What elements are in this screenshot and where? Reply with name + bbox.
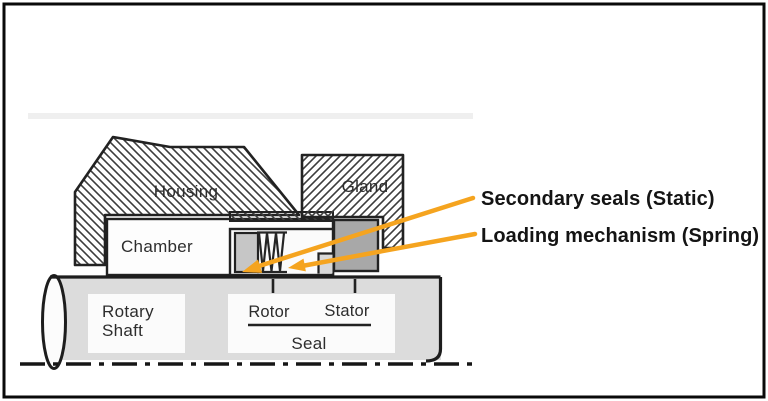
- shaft-right-edge: [425, 277, 443, 363]
- stator-label: Stator: [324, 302, 370, 320]
- scan-artifact: [28, 113, 473, 119]
- gland-label: Gland: [342, 177, 389, 196]
- stator-seal-block: [332, 218, 380, 273]
- rotary-shaft-label-line2: Shaft: [102, 321, 143, 340]
- label-ticks: [271, 279, 357, 293]
- gland-shape: [300, 153, 405, 250]
- rotary-shaft-label-line1: Rotary: [102, 302, 154, 321]
- housing-shape: [73, 135, 301, 267]
- seal-step-line: [317, 252, 333, 274]
- seal-label-plate: [228, 294, 395, 353]
- housing-label: Housing: [154, 182, 218, 201]
- loading-mechanism-callout-label: Loading mechanism (Spring): [481, 225, 759, 247]
- rotor-label: Rotor: [248, 303, 290, 321]
- spring-coil: [257, 231, 287, 274]
- leader-loading-mechanism: [299, 231, 478, 269]
- rotary-shaft-label-plate: [88, 294, 185, 353]
- leader-secondary-seals: [253, 195, 476, 270]
- arrowhead-loading-mechanism: [288, 258, 306, 272]
- chamber-label: Chamber: [121, 237, 193, 256]
- secondary-seals-callout-label: Secondary seals (Static): [481, 188, 715, 210]
- shaft-end-cap: [41, 274, 67, 370]
- seal-label: Seal: [291, 334, 326, 353]
- arrowhead-secondary-seals: [242, 259, 263, 273]
